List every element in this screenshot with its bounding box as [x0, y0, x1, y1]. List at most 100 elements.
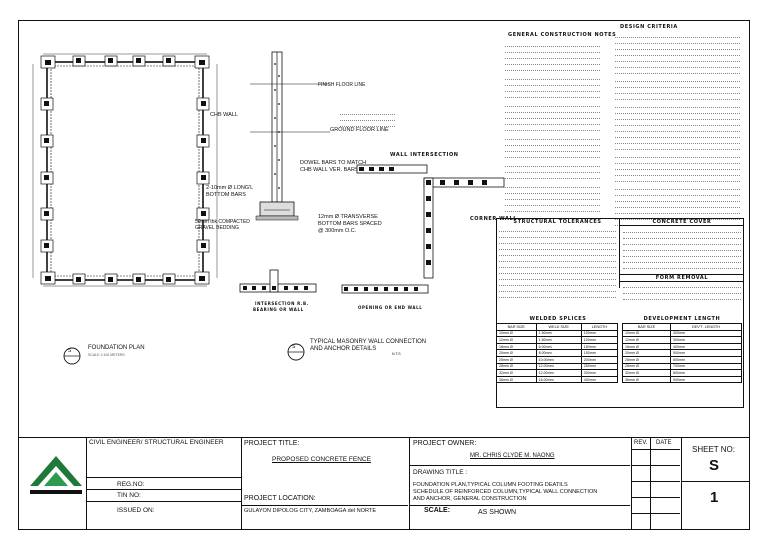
weld-cell: 1.50mm — [535, 336, 582, 344]
ground-floor-label: GROUND FLOOR LINE — [330, 127, 389, 133]
project-title-value: PROPOSED CONCRETE FENCE — [272, 456, 371, 463]
revision-block: REV. DATE — [632, 437, 682, 530]
weld-cell: 150mm — [580, 342, 619, 351]
section-marker-masonry — [287, 343, 305, 361]
wall-intersection-title: WALL INTERSECTION — [390, 152, 459, 158]
finish-floor-label: FINISH FLOOR LINE — [318, 82, 366, 88]
weld-cell: 400mm — [580, 375, 619, 384]
dev-header-bar: BAR SIZE — [621, 323, 672, 331]
weld-cell: 250mm — [580, 362, 619, 371]
project-location-label: PROJECT LOCATION: — [244, 495, 316, 502]
project-block: PROJECT TITLE: PROPOSED CONCRETE FENCE P… — [242, 437, 410, 530]
general-notes-title: GENERAL CONSTRUCTION NOTES — [508, 32, 617, 38]
reg-label: REG.NO: — [117, 481, 145, 488]
dev-cell: 300mm — [670, 329, 742, 338]
weld-cell: 32mm Ø — [496, 369, 537, 377]
transverse-label-3: @ 300mm O.C. — [318, 228, 357, 234]
opening-detail-drawing — [341, 284, 429, 294]
intersection-detail-title: INTERSECTION R.B. — [255, 301, 309, 306]
callout-notes — [340, 110, 395, 128]
sheet-no-label: SHEET NO: — [692, 445, 735, 454]
opening-detail-title: OPENING OR END WALL — [358, 305, 423, 310]
weld-cell: 100mm — [580, 329, 619, 338]
dev-cell: 700mm — [670, 362, 742, 371]
dev-cell: 300mm — [670, 336, 742, 344]
dev-header-length: DEV'T. LENGTH — [670, 323, 742, 331]
date-label: DATE — [656, 440, 672, 446]
weld-header-size: WELD SIZE — [535, 323, 582, 331]
dev-cell: 400mm — [670, 342, 742, 351]
transverse-label: 12mm Ø TRANSVERSE — [318, 214, 378, 220]
masonry-title: TYPICAL MASONRY WALL CONNECTION — [310, 339, 427, 345]
structural-tolerances-title: STRUCTURAL TOLERANCES — [513, 219, 602, 225]
concrete-cover-title: CONCRETE COVER — [620, 218, 744, 226]
chb-wall-label: CHB WALL — [210, 112, 238, 118]
tables-frame — [496, 218, 744, 408]
weld-cell: 8.00mm — [535, 349, 582, 357]
issued-label: ISSUED ON: — [117, 507, 155, 514]
foundation-plan-scale: SCALE 1:100 METERS — [88, 353, 125, 357]
project-title-label: PROJECT TITLE: — [244, 440, 300, 447]
drawing-title-line-1: FOUNDATION PLAN,TYPICAL COLUMN FOOTING D… — [413, 482, 568, 488]
gravel-label: 50mm thk COMPACTED — [195, 219, 250, 225]
weld-cell: 150mm — [580, 349, 619, 357]
dev-cell: 10mm Ø — [621, 329, 672, 338]
corner-wall-drawing — [423, 177, 505, 279]
scale-label: SCALE: — [424, 507, 451, 514]
engineer-label: CIVIL ENGINEER/ STRUCTURAL ENGINEER — [89, 439, 224, 446]
weld-cell: 36mm Ø — [496, 375, 537, 384]
dev-cell: 800mm — [670, 369, 742, 377]
drawing-sheet — [18, 20, 750, 530]
dowel-label-2: CHB WALL VER. BARS — [300, 167, 359, 173]
sheet-letter: S — [709, 457, 720, 474]
weld-cell: 28mm Ø — [496, 362, 537, 371]
engineer-block: CIVIL ENGINEER/ STRUCTURAL ENGINEER REG.… — [86, 437, 242, 530]
corner-wall-title: CORNER WALL — [470, 216, 518, 222]
dev-cell: 32mm Ø — [621, 369, 672, 377]
concrete-cover-table: CONCRETE COVER FORM REMOVAL — [620, 218, 744, 300]
long-bars-label-2: BOTTOM BARS — [206, 192, 246, 198]
design-criteria-title: DESIGN CRITERIA — [620, 24, 678, 30]
development-length-table: DEVELOPMENT LENGTH BAR SIZE DEV'T. LENGT… — [621, 316, 742, 384]
foundation-plan-drawing — [32, 53, 218, 287]
company-logo — [30, 456, 82, 494]
dev-cell: 12mm Ø — [621, 336, 672, 344]
gravel-label-2: GRAVEL BEDDING — [195, 225, 239, 231]
dev-cell: 900mm — [670, 375, 742, 384]
weld-cell: 12mm Ø — [496, 336, 537, 344]
scale-value: AS SHOWN — [478, 509, 517, 516]
weld-cell: 16.00mm — [535, 375, 582, 384]
dev-cell: 36mm Ø — [621, 375, 672, 384]
weld-cell: 200mm — [580, 355, 619, 364]
masonry-scale: N.T.S — [392, 352, 401, 356]
weld-cell: 16mm Ø — [496, 342, 537, 351]
intersection-detail-title-2: BEARING OR WALL — [253, 307, 304, 312]
drawing-title-line-3: AND ANCHOR, GENERAL CONSTRUCTION — [413, 496, 527, 502]
weld-cell: 10.00mm — [535, 355, 582, 364]
dev-cell: 500mm — [670, 349, 742, 357]
form-removal-title: FORM REMOVAL — [620, 274, 744, 282]
weld-cell: 20mm Ø — [496, 349, 537, 357]
foundation-marker-letter: S — [68, 348, 72, 354]
weld-cell: 10mm Ø — [496, 329, 537, 338]
tin-label: TIN NO: — [117, 492, 141, 499]
section-marker-foundation — [63, 347, 81, 365]
weld-cell: 6.00mm — [535, 342, 582, 351]
general-notes-body — [505, 42, 600, 213]
dowel-label: DOWEL BARS TO MATCH — [300, 160, 367, 166]
